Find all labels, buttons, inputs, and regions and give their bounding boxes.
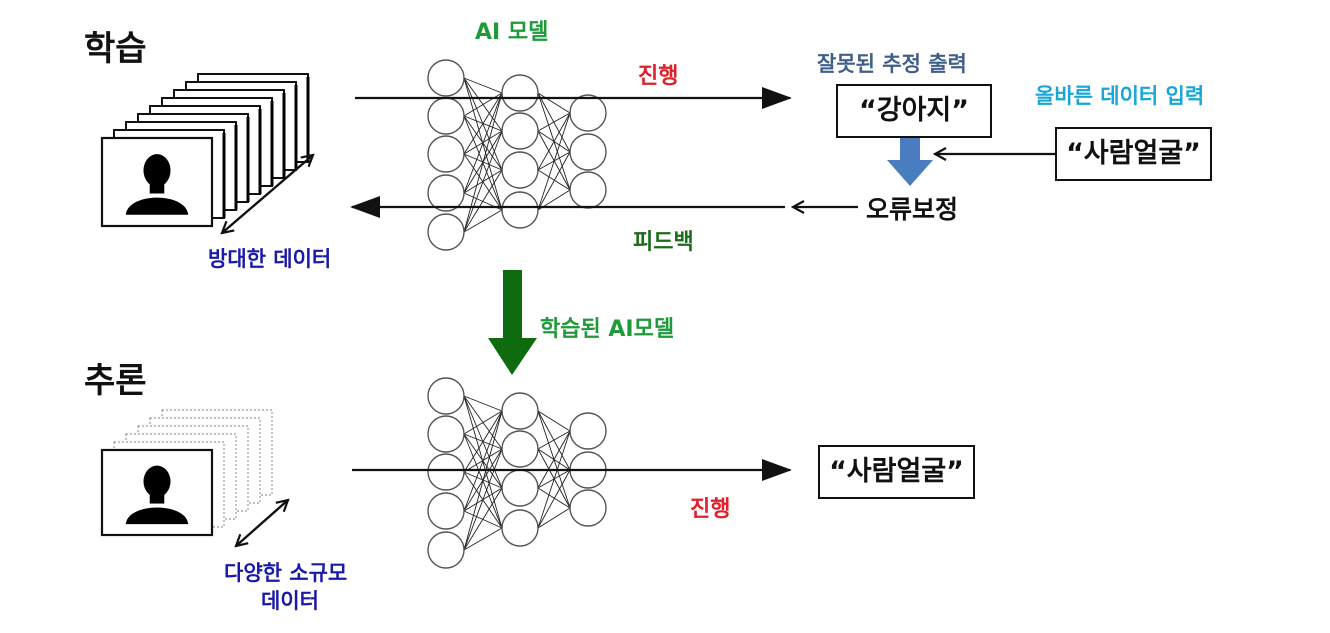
small-data-label-line2: 데이터 xyxy=(261,589,319,613)
silhouette-head xyxy=(143,465,171,498)
neural-network-icon xyxy=(427,377,607,569)
network-edge xyxy=(537,469,571,529)
network-node xyxy=(501,151,539,189)
small-data-image-stack xyxy=(100,409,273,537)
network-edge xyxy=(463,92,503,233)
network-node xyxy=(501,112,539,150)
silhouette-shoulders xyxy=(125,507,189,525)
small-data-label-line1: 다양한 소규모 xyxy=(224,561,348,585)
trained-model-label: 학습된 AI모델 xyxy=(540,317,675,342)
training-section-title: 학습 xyxy=(84,29,147,69)
network-edge xyxy=(463,209,503,233)
silhouette-head xyxy=(143,154,171,187)
network-edge xyxy=(463,92,503,117)
network-node xyxy=(427,531,465,569)
network-edge xyxy=(537,169,571,191)
forward-label-bottom: 진행 xyxy=(690,497,731,522)
network-edge xyxy=(537,430,571,450)
network-edge xyxy=(463,92,503,194)
network-node xyxy=(569,412,607,450)
network-node xyxy=(427,135,465,173)
neural-network-icon xyxy=(427,59,607,251)
network-edge xyxy=(463,410,503,551)
network-node xyxy=(501,509,539,547)
network-edge xyxy=(463,410,503,512)
network-node xyxy=(569,171,607,209)
network-edge xyxy=(537,507,571,529)
network-edge xyxy=(537,410,571,432)
network-node xyxy=(501,392,539,430)
network-edge xyxy=(463,169,503,233)
inference-section-title: 추론 xyxy=(84,361,147,401)
network-edge xyxy=(463,77,503,94)
network-node xyxy=(427,415,465,453)
network-edge xyxy=(537,487,571,509)
error-correction-label: 오류보정 xyxy=(866,195,959,224)
network-edge xyxy=(463,410,503,473)
forward-label-top: 진행 xyxy=(638,64,679,89)
network-node xyxy=(569,133,607,171)
large-data-size-arrow xyxy=(222,155,313,233)
network-edge xyxy=(537,92,571,114)
network-edge xyxy=(537,112,571,171)
network-node xyxy=(501,430,539,468)
network-edge xyxy=(463,448,503,551)
network-edge xyxy=(463,410,503,435)
network-edge xyxy=(537,112,571,132)
network-edge xyxy=(463,395,503,412)
network-edge xyxy=(463,130,503,233)
result-box: “사람얼굴” xyxy=(818,445,975,499)
network-edge xyxy=(463,527,503,551)
network-edge xyxy=(537,430,571,489)
trained-model-down-arrow xyxy=(488,270,537,375)
large-data-image-stack xyxy=(100,73,310,228)
network-edge xyxy=(537,430,571,529)
network-node xyxy=(427,97,465,135)
correct-label-box: “사람얼굴” xyxy=(1055,127,1212,181)
silhouette-shoulders xyxy=(125,197,189,215)
network-edge xyxy=(537,112,571,211)
large-data-label: 방대한 데이터 xyxy=(208,247,332,271)
wrong-output-label: 잘못된 추정 출력 xyxy=(817,52,967,76)
network-node xyxy=(569,489,607,527)
network-node xyxy=(427,174,465,212)
network-node xyxy=(427,59,465,97)
network-node xyxy=(501,74,539,112)
silhouette-neck xyxy=(149,182,165,194)
network-node xyxy=(501,469,539,507)
network-node xyxy=(427,213,465,251)
wrong-guess-box: “강아지” xyxy=(836,84,992,138)
network-edge xyxy=(537,151,571,211)
person-silhouette-icon xyxy=(125,465,189,525)
correct-input-label: 올바른 데이터 입력 xyxy=(1035,84,1205,108)
network-node xyxy=(427,453,465,491)
person-silhouette-icon xyxy=(125,154,189,215)
network-node xyxy=(427,377,465,415)
network-node xyxy=(501,191,539,229)
network-node xyxy=(569,94,607,132)
network-edge xyxy=(463,487,503,551)
network-node xyxy=(427,492,465,530)
correction-down-arrow xyxy=(887,137,933,186)
ai-model-label: AI 모델 xyxy=(475,20,549,45)
feedback-label: 피드백 xyxy=(633,230,694,255)
silhouette-neck xyxy=(149,492,165,504)
network-edge xyxy=(463,92,503,155)
small-data-size-arrow xyxy=(236,500,288,546)
